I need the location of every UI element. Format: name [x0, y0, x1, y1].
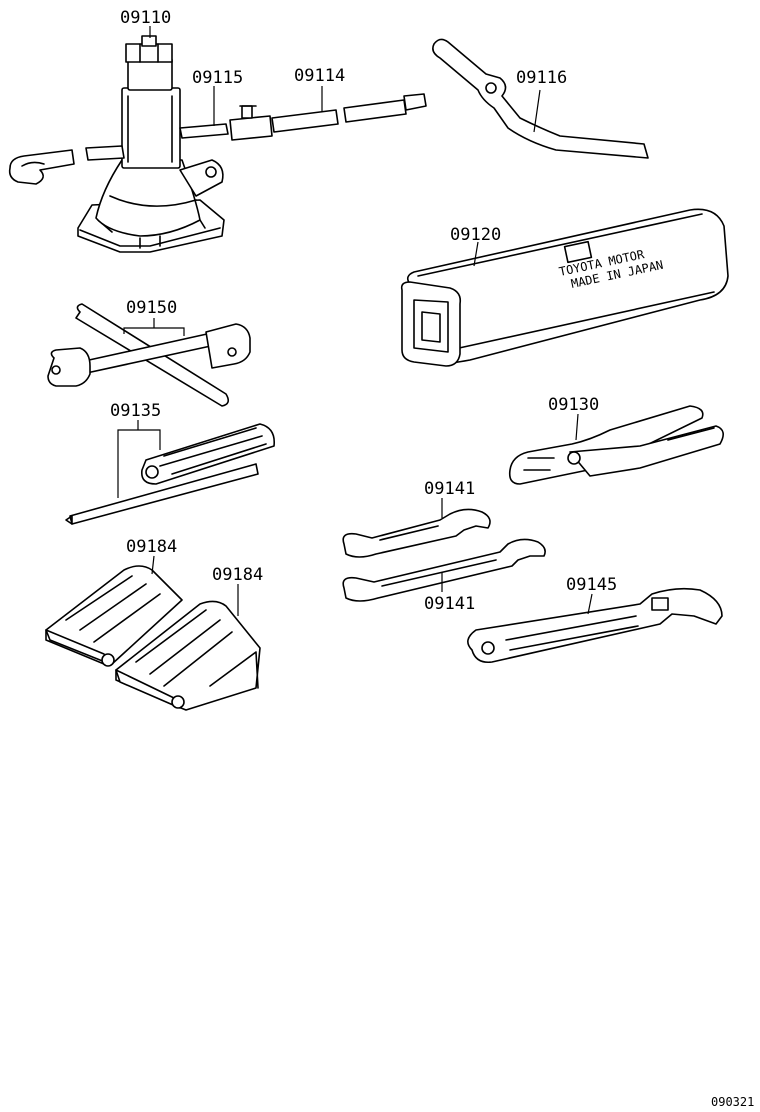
wheel-chock-09184-right[interactable] [115, 584, 261, 711]
wheel-wrench-09116[interactable] [432, 38, 649, 159]
open-wrench-09141-lower[interactable] [342, 538, 546, 602]
jack-hook [8, 149, 75, 185]
jack-handle-09114[interactable] [229, 86, 427, 141]
label-09130: 09130 [548, 395, 599, 415]
adjustable-wrench-09145[interactable] [467, 587, 723, 664]
label-09120: 09120 [450, 225, 501, 245]
jack-09110[interactable] [77, 26, 225, 253]
label-09184-right: 09184 [212, 565, 263, 585]
wheel-chock-09184-left[interactable] [45, 555, 183, 667]
label-09114: 09114 [294, 66, 345, 86]
pliers-09130[interactable] [508, 405, 724, 485]
diagram-code: 090321 [711, 1095, 754, 1109]
label-09145: 09145 [566, 575, 617, 595]
label-09150: 09150 [126, 298, 177, 318]
socket-wrench-09150[interactable] [47, 303, 251, 407]
label-09115: 09115 [192, 68, 243, 88]
label-09184-left: 09184 [126, 537, 177, 557]
label-09116: 09116 [516, 68, 567, 88]
label-09141-lower: 09141 [424, 594, 475, 614]
open-wrench-09141-upper[interactable] [342, 498, 491, 558]
label-09110: 09110 [120, 8, 171, 28]
screwdriver-09135[interactable] [65, 420, 276, 525]
jack-handle-09115[interactable] [85, 86, 229, 161]
label-09141-upper: 09141 [424, 479, 475, 499]
label-09135: 09135 [110, 401, 161, 421]
tool-bag-09120[interactable]: TOYOTA MOTOR MADE IN JAPAN [400, 208, 729, 367]
